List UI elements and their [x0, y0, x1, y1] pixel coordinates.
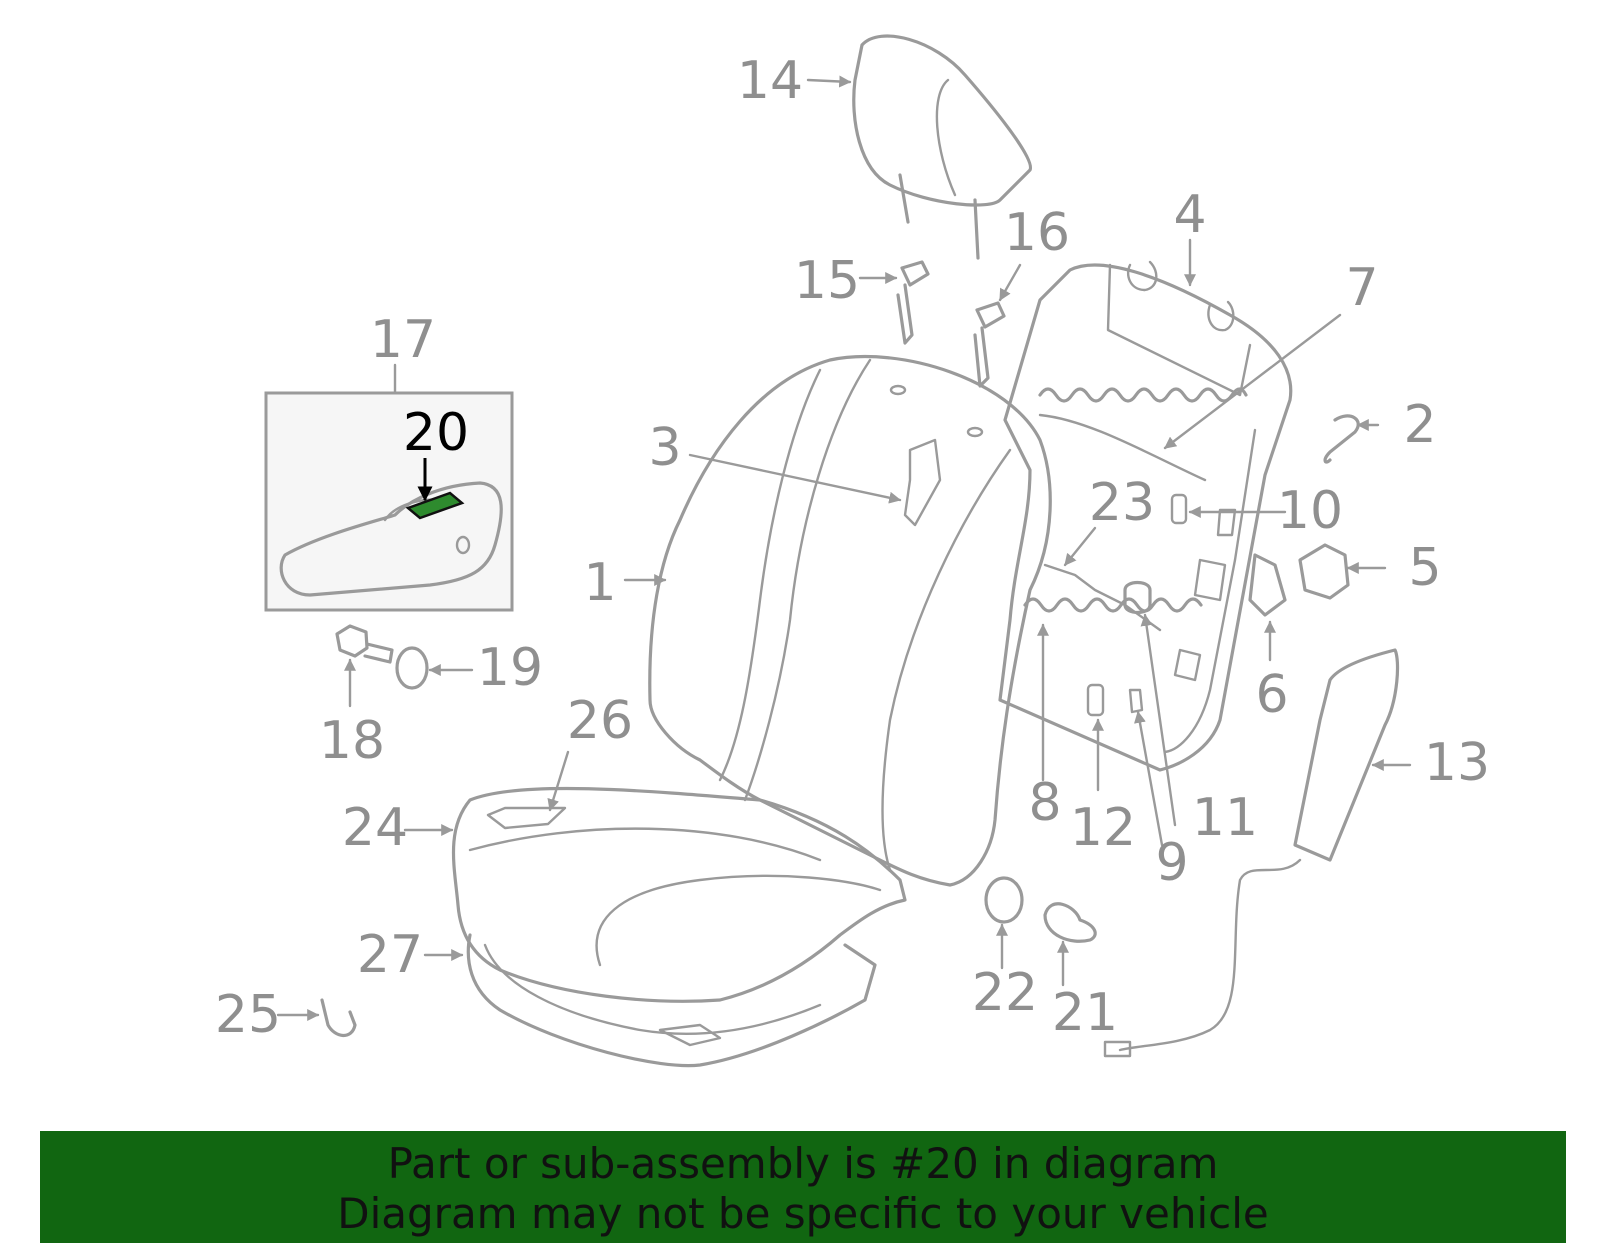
callout-19: 19	[477, 638, 543, 698]
cap-21-part	[1043, 902, 1097, 943]
headrest-guide-left	[896, 260, 930, 345]
seat-cushion-part	[451, 786, 907, 1003]
callout-20: 20	[403, 403, 469, 463]
clip-25-part	[320, 998, 357, 1038]
headrest-part	[852, 34, 1033, 260]
callout-2: 2	[1403, 395, 1436, 455]
callout-26: 26	[567, 691, 633, 751]
washer-22-part	[984, 876, 1024, 924]
callout-14: 14	[737, 51, 803, 111]
bushing-11-part	[1123, 580, 1152, 615]
callout-7: 7	[1345, 258, 1378, 318]
callout-23: 23	[1089, 473, 1155, 533]
seat-frame-part	[466, 933, 877, 1068]
clip-9-part	[1128, 688, 1144, 714]
callout-labels: 14 15 16 4 7 2 3 17 23 10 5 1 6 19 18 26…	[215, 51, 1490, 1045]
spring-upper-lower-wire	[1038, 413, 1207, 482]
callout-9: 9	[1155, 833, 1188, 893]
banner-line-disclaimer: Diagram may not be specific to your vehi…	[337, 1189, 1269, 1238]
washer-19-part	[395, 646, 429, 690]
back-frame-part	[998, 260, 1293, 772]
callout-24: 24	[342, 798, 408, 858]
clip-12-part	[1086, 683, 1105, 717]
harness-connector	[1103, 1040, 1132, 1058]
spring-lower-part	[1023, 597, 1203, 613]
callout-6: 6	[1255, 665, 1288, 725]
callout-8: 8	[1028, 773, 1061, 833]
airbag-13-part	[1293, 648, 1400, 862]
seat-back-part	[648, 355, 1052, 887]
clip-10-part	[1170, 493, 1188, 525]
callout-5: 5	[1408, 538, 1441, 598]
callout-12: 12	[1070, 798, 1136, 858]
callout-21: 21	[1052, 983, 1118, 1043]
callout-4: 4	[1173, 185, 1206, 245]
callout-15: 15	[794, 251, 860, 311]
callout-1: 1	[583, 553, 616, 613]
callout-16: 16	[1004, 203, 1070, 263]
callout-22: 22	[972, 963, 1038, 1023]
callout-27: 27	[357, 925, 423, 985]
info-banner: Part or sub-assembly is #20 in diagram D…	[40, 1131, 1566, 1243]
headrest-guide-right	[973, 301, 1006, 388]
harness-13-part	[1118, 858, 1302, 1052]
callout-10: 10	[1277, 481, 1343, 541]
callout-3: 3	[648, 418, 681, 478]
callout-11: 11	[1192, 788, 1258, 848]
cover-6-part	[1248, 553, 1287, 617]
callout-17: 17	[370, 310, 436, 370]
callout-25: 25	[215, 985, 281, 1045]
armrest-part	[279, 481, 503, 597]
wire-23-part	[1043, 563, 1162, 632]
bolt-18-part	[335, 624, 394, 664]
banner-line-part-number: Part or sub-assembly is #20 in diagram	[387, 1139, 1219, 1188]
callout-18: 18	[319, 711, 385, 771]
leader-lines	[276, 75, 1412, 1021]
callout-13: 13	[1424, 733, 1490, 793]
part-20-highlight	[405, 491, 465, 520]
inset-box-17: 20	[264, 391, 514, 612]
clip-2-part	[1323, 414, 1360, 464]
spring-upper-part	[1038, 387, 1248, 403]
knob-5-part	[1298, 543, 1350, 600]
